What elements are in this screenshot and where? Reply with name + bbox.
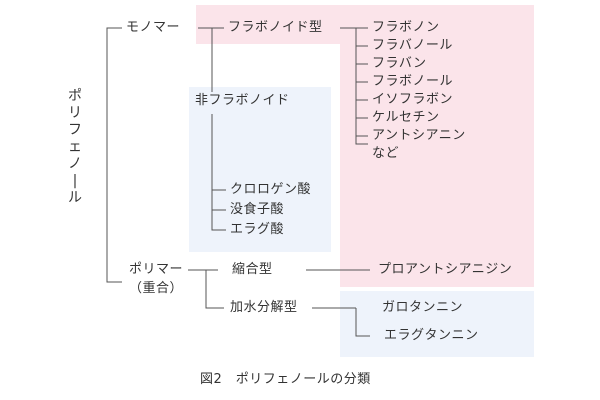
hydrolyzable-tannin-region	[340, 291, 534, 357]
flavonoid-item: フラバノール	[372, 38, 453, 53]
nonflavonoid-label: 非フラボノイド	[195, 93, 290, 108]
flavonoid-item: フラバン	[372, 56, 427, 71]
flavonoid-item: アントシアニン	[372, 128, 466, 143]
tannin-bracket	[355, 308, 370, 337]
flavonoid-item: フラボノール	[372, 74, 454, 89]
polymer-sublabel: （重合）	[128, 281, 183, 296]
polymer-label: ポリマー	[128, 262, 183, 277]
hydrolyzable-item: エラグタンニン	[384, 328, 479, 343]
nonflavonoid-item: クロロゲン酸	[230, 182, 312, 197]
polymer-to-hydrolyzable-line	[205, 270, 224, 309]
flavonoid-item: イソフラボン	[372, 92, 454, 107]
root-label-char: ェ	[68, 139, 82, 155]
nonflavonoid-bracket	[211, 114, 226, 231]
flavonoid-item: フラボノン	[372, 20, 440, 35]
root-label-char: ポ	[68, 88, 82, 104]
root-bracket	[106, 27, 122, 283]
root-label-char: ル	[68, 190, 82, 206]
nonflavonoid-item: 没食子酸	[230, 202, 285, 217]
figure-caption: 図2 ポリフェノールの分類	[200, 372, 371, 387]
flavonoid-item: ケルセチン	[372, 110, 440, 125]
nonflavonoid-item: エラグ酸	[230, 222, 285, 237]
monomer-label: モノマー	[126, 20, 181, 35]
flavonoid-label: フラボノイド型	[228, 20, 323, 35]
root-label-char: リ	[68, 105, 82, 121]
hydrolyzable-item: ガロタンニン	[382, 300, 464, 315]
root-label-char: ノ	[68, 156, 82, 172]
root-label-char: |	[72, 173, 78, 189]
nonflavonoid-region	[189, 87, 331, 252]
condensed-label: 縮合型	[232, 262, 273, 277]
flavonoid-item: など	[372, 146, 400, 161]
flavonoid-list-bracket	[355, 27, 368, 145]
condensed-item: プロアントシアニジン	[378, 262, 513, 277]
flavonoid-list-region	[340, 5, 534, 287]
root-label-char: フ	[68, 122, 82, 138]
hydrolyzable-label: 加水分解型	[230, 300, 298, 315]
root-label: ポリフェノ|ル	[66, 88, 84, 207]
